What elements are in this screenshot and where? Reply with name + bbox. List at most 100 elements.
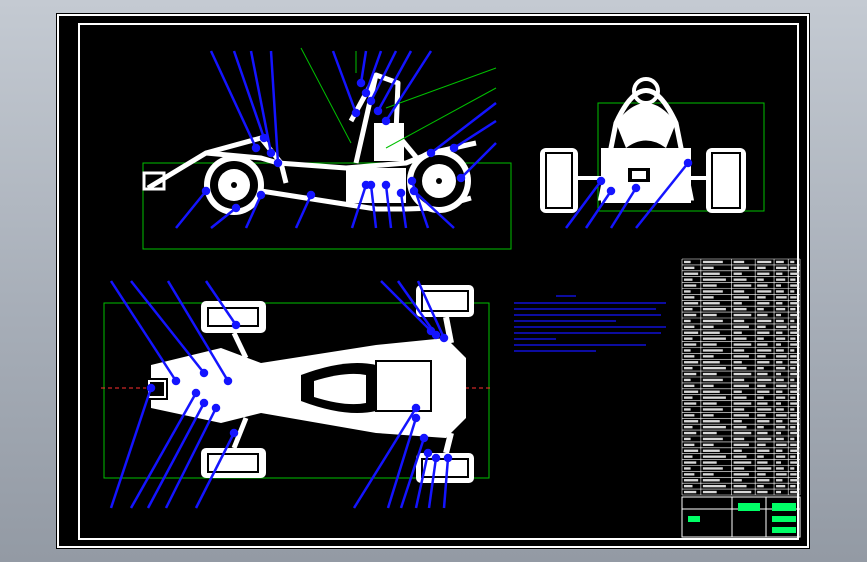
cad-viewport[interactable] <box>56 13 810 549</box>
table-cell-mark <box>733 414 749 417</box>
table-cell-mark <box>702 384 714 388</box>
table-cell-mark <box>733 396 747 399</box>
table-cell-mark <box>702 396 726 399</box>
table-cell-mark <box>790 402 798 405</box>
table-cell-mark <box>790 431 798 435</box>
table-cell-mark <box>776 331 783 334</box>
table-cell-mark <box>790 425 796 429</box>
table-cell-mark <box>776 384 787 388</box>
table-cell-mark <box>684 408 691 411</box>
table-cell-mark <box>776 437 784 441</box>
table-cell-mark <box>684 372 697 376</box>
table-cell-mark <box>733 402 752 405</box>
table-cell-mark <box>790 443 797 447</box>
table-cell-mark <box>776 284 781 287</box>
table-cell-mark <box>776 402 781 405</box>
table-cell-mark <box>790 437 795 441</box>
table-cell-mark <box>776 390 783 393</box>
table-cell-mark <box>757 479 770 482</box>
table-cell-mark <box>757 384 766 388</box>
table-cell-mark <box>733 479 742 482</box>
table-cell-mark <box>684 396 693 399</box>
table-cell-mark <box>790 302 800 305</box>
table-cell-mark <box>757 408 772 411</box>
table-cell-mark <box>790 260 795 264</box>
table-cell-mark <box>776 260 784 264</box>
table-cell-mark <box>733 408 745 411</box>
top-rear-right-wheel <box>416 453 474 483</box>
table-cell-mark <box>702 278 726 281</box>
table-cell-mark <box>733 437 745 441</box>
table-cell-mark <box>776 396 786 399</box>
table-cell-mark <box>790 307 796 311</box>
table-cell-mark <box>733 319 745 323</box>
table-cell-mark <box>733 420 742 423</box>
table-cell-mark <box>790 272 800 275</box>
table-cell-mark <box>733 473 749 476</box>
table-cell-mark <box>776 473 787 476</box>
table-cell-mark <box>702 325 714 329</box>
table-cell-mark <box>790 355 797 358</box>
table-cell-mark <box>733 284 752 287</box>
table-cell-mark <box>790 467 795 470</box>
table-cell-mark <box>790 461 798 464</box>
table-cell-mark <box>684 366 693 370</box>
table-cell-mark <box>733 355 749 358</box>
table-cell-mark <box>790 449 800 452</box>
table-cell-mark <box>702 319 723 323</box>
table-cell-mark <box>757 284 768 287</box>
table-cell-mark <box>790 396 796 399</box>
title-block <box>681 496 801 538</box>
table-cell-mark <box>776 302 783 305</box>
table-cell-mark <box>702 302 720 305</box>
table-cell-mark <box>757 396 764 399</box>
table-cell-mark <box>702 331 720 334</box>
table-cell-mark <box>733 325 749 329</box>
table-cell-mark <box>684 278 693 281</box>
outer-sheet-border <box>57 14 809 548</box>
table-cell-mark <box>702 431 717 435</box>
table-cell-mark <box>757 420 770 423</box>
sprocket <box>373 171 393 191</box>
table-cell-mark <box>733 449 742 452</box>
table-cell-mark <box>702 361 720 364</box>
table-cell-mark <box>684 355 695 358</box>
table-cell-mark <box>733 484 747 488</box>
table-cell-mark <box>684 313 697 317</box>
table-cell-mark <box>733 390 742 393</box>
radiator-block <box>374 123 404 161</box>
table-cell-mark <box>684 349 691 352</box>
table-cell-mark <box>757 390 770 393</box>
table-cell-mark <box>684 378 691 382</box>
table-cell-mark <box>776 479 783 482</box>
table-cell-mark <box>684 343 697 346</box>
table-cell-mark <box>776 266 787 270</box>
table-cell-mark <box>733 296 749 299</box>
table-cell-mark <box>776 455 786 458</box>
table-cell-mark <box>776 290 784 293</box>
technical-notes <box>514 295 666 352</box>
top-view <box>101 280 491 509</box>
parts-list-table <box>681 258 801 496</box>
table-cell-mark <box>790 473 797 476</box>
table-cell-mark <box>702 467 723 470</box>
table-cell-mark <box>733 349 745 352</box>
top-view-frame <box>103 302 490 479</box>
table-cell-mark <box>757 473 766 476</box>
table-cell-mark <box>702 479 720 482</box>
table-cell-mark <box>702 443 714 447</box>
front-nose <box>142 171 166 191</box>
table-cell-mark <box>733 461 752 464</box>
table-cell-mark <box>733 490 752 494</box>
table-cell-mark <box>757 414 766 417</box>
table-cell-mark <box>790 313 798 317</box>
table-cell-mark <box>757 402 768 405</box>
table-cell-mark <box>702 378 723 382</box>
table-cell-mark <box>733 467 745 470</box>
top-front-right-wheel <box>201 448 266 478</box>
table-cell-mark <box>684 290 691 293</box>
table-cell-mark <box>702 307 726 311</box>
table-cell-mark <box>684 296 695 299</box>
table-cell-mark <box>702 408 723 411</box>
table-cell-mark <box>702 290 723 293</box>
